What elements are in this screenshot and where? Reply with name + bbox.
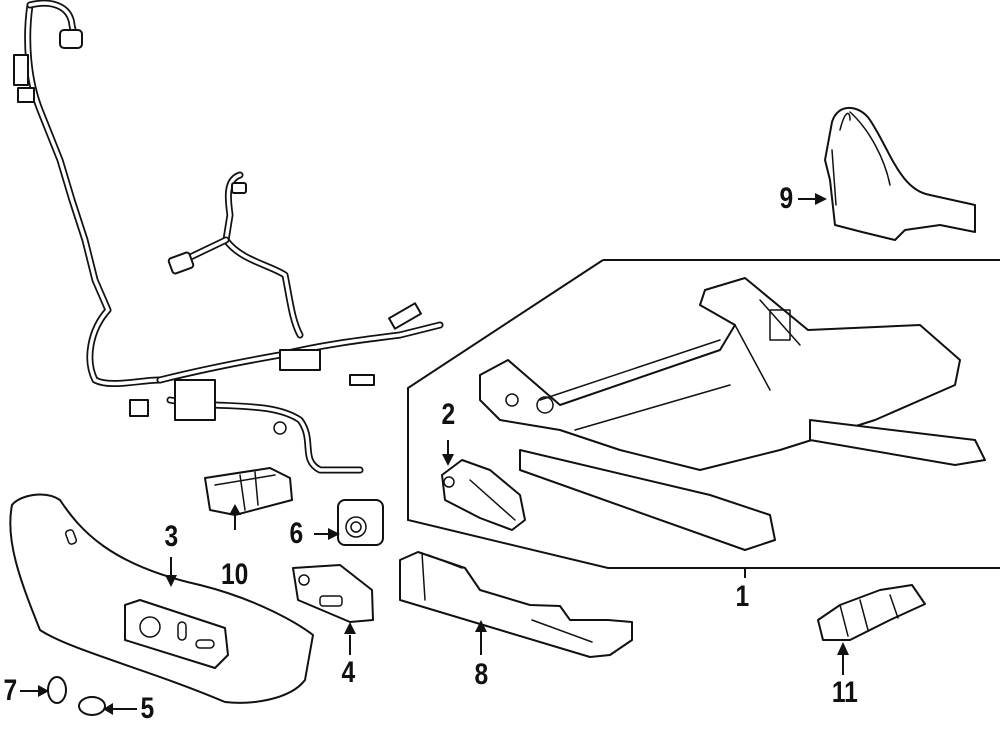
wiring-harness [13, 0, 444, 474]
part-4-switch [292, 564, 374, 623]
arrow-2 [442, 454, 454, 466]
arrow-11 [837, 642, 849, 655]
callout-11[interactable]: 11 [831, 676, 858, 709]
arrow-3 [165, 575, 177, 587]
arrow-9 [815, 193, 827, 205]
callout-1[interactable]: 1 [735, 580, 750, 613]
callout-6[interactable]: 6 [289, 517, 304, 550]
arrow-10 [229, 504, 241, 515]
part-8-inner-shield [399, 551, 633, 658]
callout-9[interactable]: 9 [779, 182, 794, 215]
part-9-recliner-cover [824, 106, 976, 241]
arrow-4 [344, 622, 356, 634]
part-2-motor [441, 459, 526, 531]
part-6-knob [337, 499, 384, 546]
callout-7[interactable]: 7 [3, 674, 18, 707]
arrow-7 [38, 685, 49, 697]
part-1-seat-frame [479, 277, 986, 551]
part-7-knob [47, 676, 67, 704]
part-10-connector [204, 467, 293, 516]
arrow-6 [328, 528, 340, 540]
part-3-side-shield [9, 493, 314, 704]
callout-2[interactable]: 2 [441, 398, 456, 431]
leader-lines [20, 193, 849, 715]
part-5-knob [78, 696, 106, 716]
arrow-8 [475, 620, 487, 632]
callout-4[interactable]: 4 [341, 656, 356, 689]
part-11-connector [817, 584, 926, 641]
callout-5[interactable]: 5 [140, 692, 155, 725]
callout-8[interactable]: 8 [474, 658, 489, 691]
callout-10[interactable]: 10 [221, 558, 249, 591]
callout-3[interactable]: 3 [164, 520, 179, 553]
arrow-5 [103, 703, 113, 715]
